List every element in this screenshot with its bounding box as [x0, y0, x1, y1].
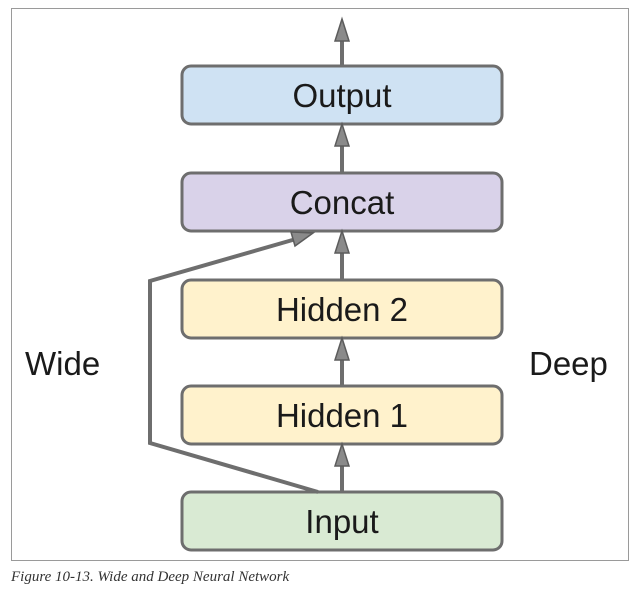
output-node: Output	[180, 64, 504, 126]
hidden1-node: Hidden 1	[180, 384, 504, 446]
output-label: Output	[292, 77, 391, 114]
concat-label: Concat	[290, 184, 395, 221]
arrow-wide-skip	[148, 231, 319, 494]
arrow-output-up	[333, 16, 351, 66]
arrow-concat-to-output	[333, 121, 351, 173]
input-node: Input	[180, 490, 504, 552]
concat-node: Concat	[180, 171, 504, 233]
hidden1-label: Hidden 1	[276, 397, 408, 434]
wide-label: Wide	[25, 345, 100, 382]
hidden2-label: Hidden 2	[276, 291, 408, 328]
figure-caption: Figure 10-13. Wide and Deep Neural Netwo…	[11, 569, 290, 585]
hidden2-node: Hidden 2	[180, 278, 504, 340]
arrow-hidden2-to-concat	[333, 228, 351, 280]
deep-label: Deep	[529, 345, 608, 382]
arrow-hidden1-to-hidden2	[333, 335, 351, 386]
input-label: Input	[305, 503, 378, 540]
arrow-input-to-hidden1	[333, 441, 351, 492]
